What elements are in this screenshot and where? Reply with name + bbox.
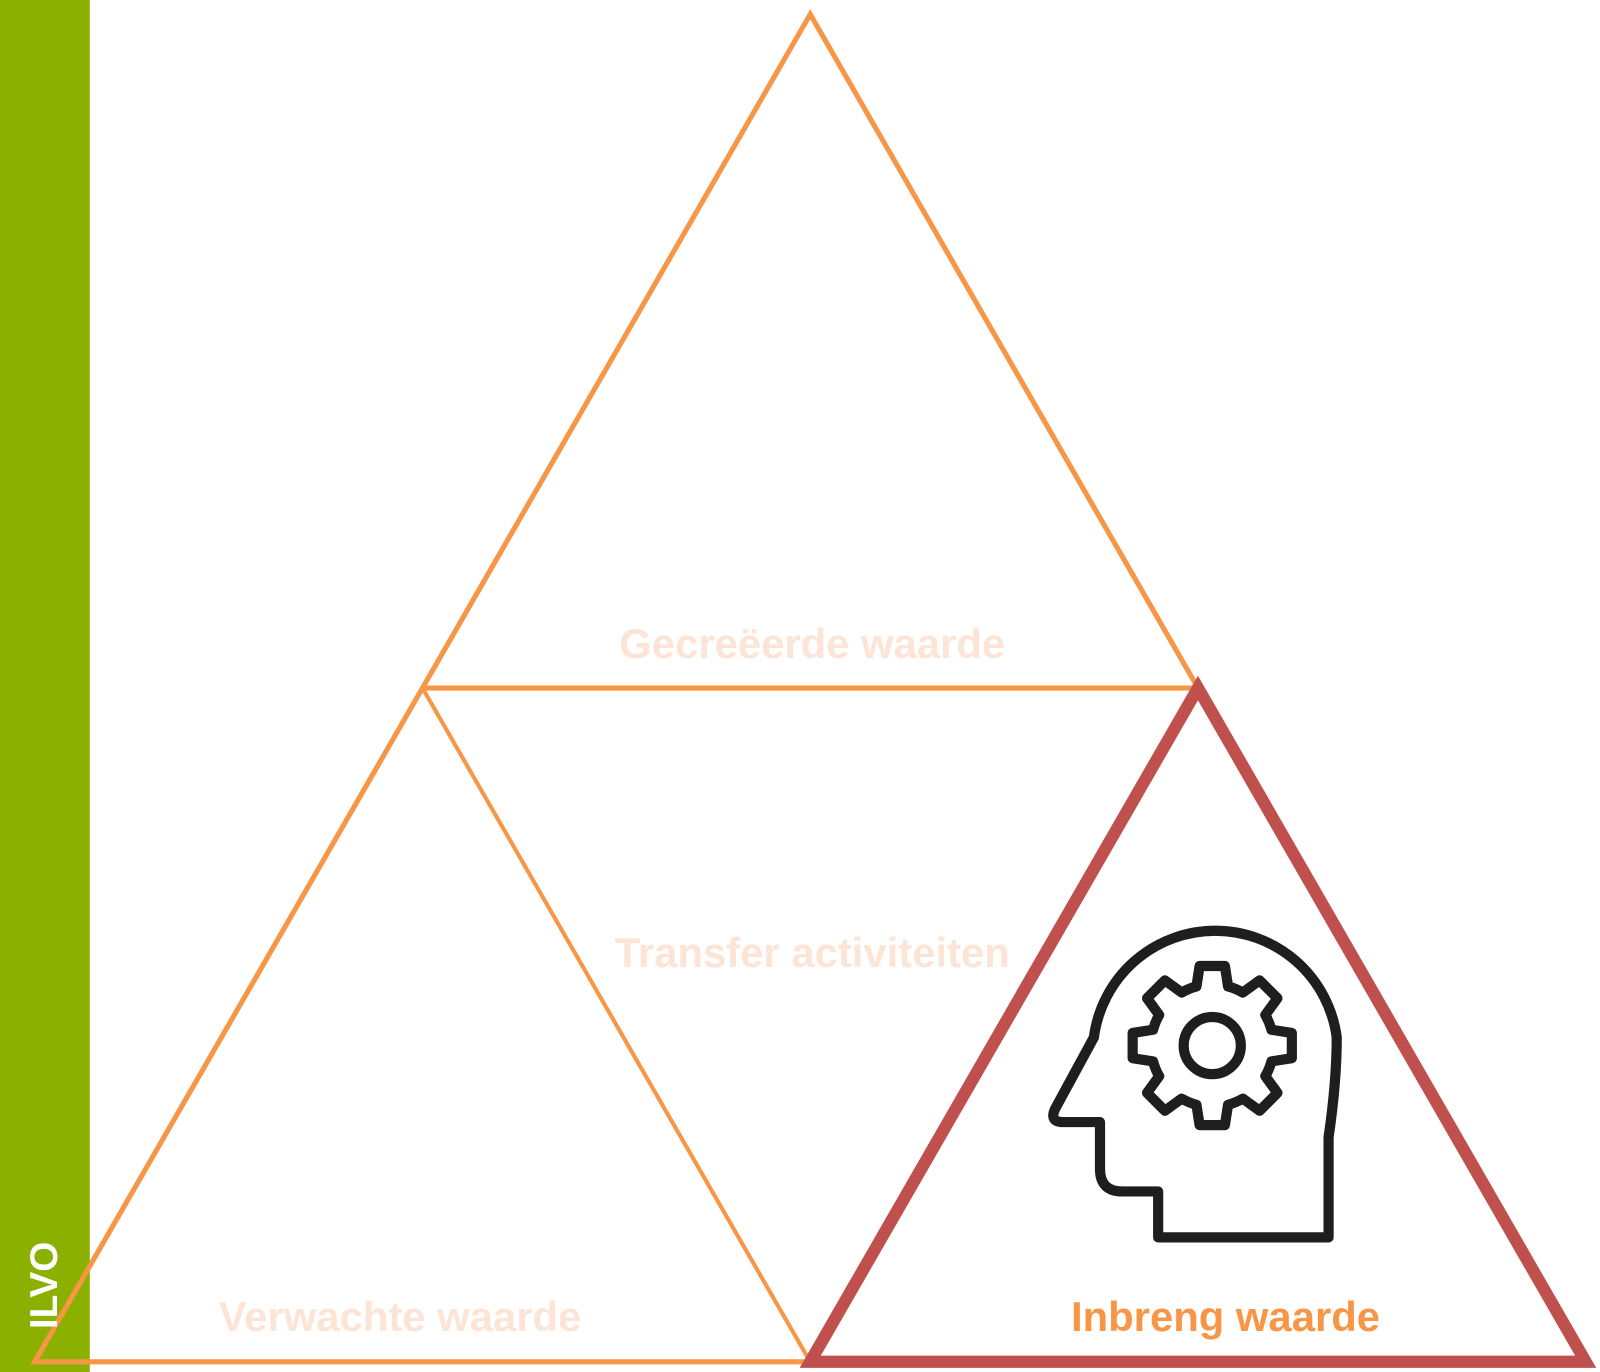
highlight-triangle — [799, 675, 1597, 1368]
head-outline — [1048, 925, 1342, 1243]
section-label-input-value: Inbreng waarde — [1071, 1293, 1380, 1340]
gear-hub — [1178, 1011, 1246, 1080]
brand-label: ILVO — [23, 1242, 66, 1330]
inner-left-divider — [420, 687, 812, 1363]
section-label-transfer-activities: Transfer activiteiten — [615, 929, 1010, 976]
head-with-gear-icon — [1048, 925, 1342, 1243]
section-label-created-value: Gecreëerde waarde — [619, 620, 1005, 667]
gear-outline — [1127, 960, 1297, 1131]
brand-bar — [0, 0, 90, 1372]
section-label-expected-value: Verwachte waarde — [219, 1293, 582, 1340]
